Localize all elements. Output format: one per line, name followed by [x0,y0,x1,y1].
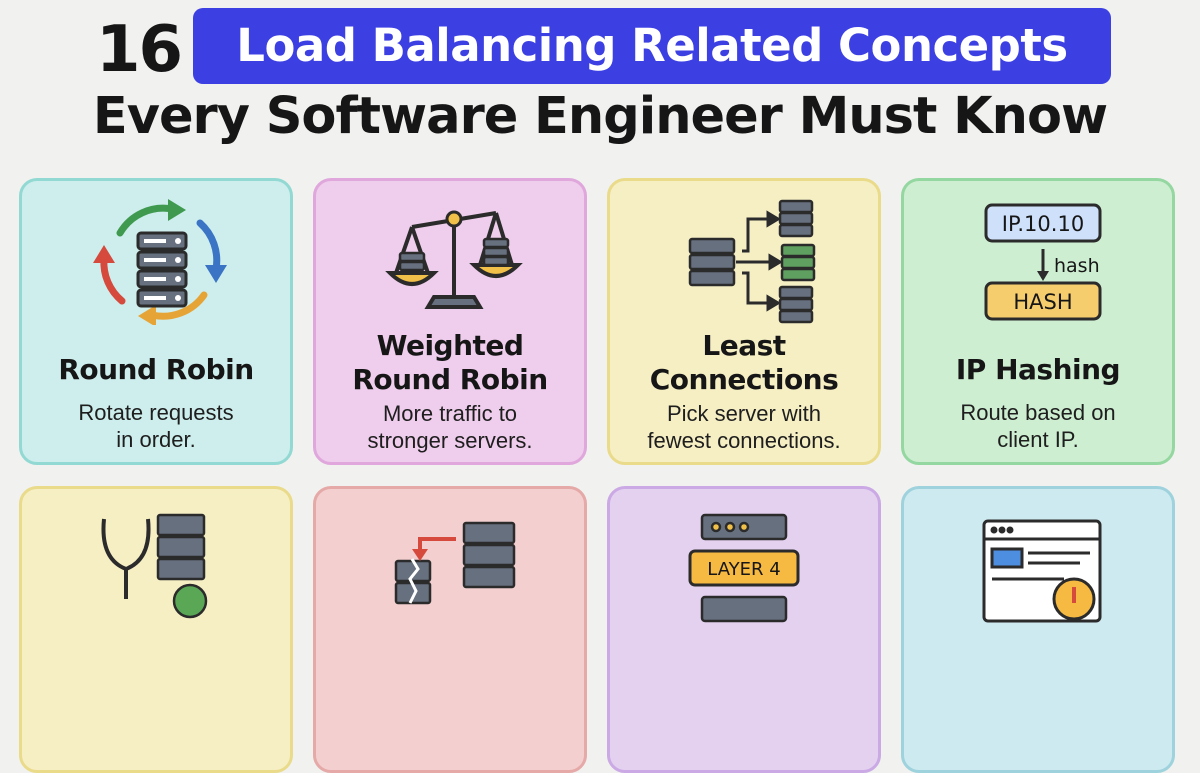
card-health-checks [19,486,293,773]
target-servers [778,199,816,324]
card-weighted-round-robin: Weighted Round Robin More traffic to str… [313,178,587,465]
subtitle: Every Software Engineer Must Know [92,87,1108,146]
card-title: IP Hashing [955,353,1121,386]
ip-hashing-illustration: IP.10.10 hash HASH [984,203,1102,321]
least-connections-illustration [688,199,816,324]
hash-label: HASH [1013,290,1072,314]
card-round-robin: Round Robin Rotate requests in order. [19,178,293,465]
server-icon [398,237,510,272]
scale-pivot [445,210,463,228]
stethoscope-icon [101,518,151,599]
card-description: Rotate requests in order. [78,400,234,452]
title-number: 16 [96,13,183,87]
card-least-connections: Least Connections Pick server with fewes… [607,178,881,465]
card-layer-4: LAYER 4 [607,486,881,773]
header: 16 Load Balancing Related Concepts Every… [0,0,1200,170]
title-highlight: Load Balancing Related Concepts [193,8,1111,84]
card-description: Pick server with fewest connections. [647,401,841,453]
server-icon [688,237,736,287]
browser-illustration [982,519,1102,623]
branching-arrows-icon [736,210,783,312]
card-failover [313,486,587,773]
card-title: Weighted Round Robin [352,329,548,396]
down-arrowhead [1037,271,1049,281]
ip-label: IP.10.10 [1002,212,1084,236]
health-check-illustration [101,513,208,619]
server-icon [156,513,206,581]
card-title: Round Robin [58,353,254,386]
balance-scale-icon [385,211,523,309]
hash-box [984,281,1102,321]
failover-illustration [394,521,516,605]
layer-badge [688,549,800,587]
failover-arrow-icon [412,537,456,561]
ip-box [984,203,1102,243]
round-robin-illustration [93,199,227,325]
server-icon [462,521,516,589]
layer-4-illustration: LAYER 4 [688,513,800,623]
card-title: Least Connections [649,329,839,396]
card-application-layer [901,486,1175,773]
layer-label: LAYER 4 [707,559,780,580]
arrow-label: hash [1054,255,1100,277]
server-stack-icon [136,231,188,308]
card-description: More traffic to stronger servers. [367,401,533,453]
weighted-illustration [385,210,523,309]
circular-arrows-icon [93,199,227,325]
checkmark-icon [172,583,208,619]
card-ip-hashing: IP.10.10 hash HASH IP Hashing Route base… [901,178,1175,465]
card-description: Route based on client IP. [960,400,1116,452]
broken-server-icon [394,558,432,605]
